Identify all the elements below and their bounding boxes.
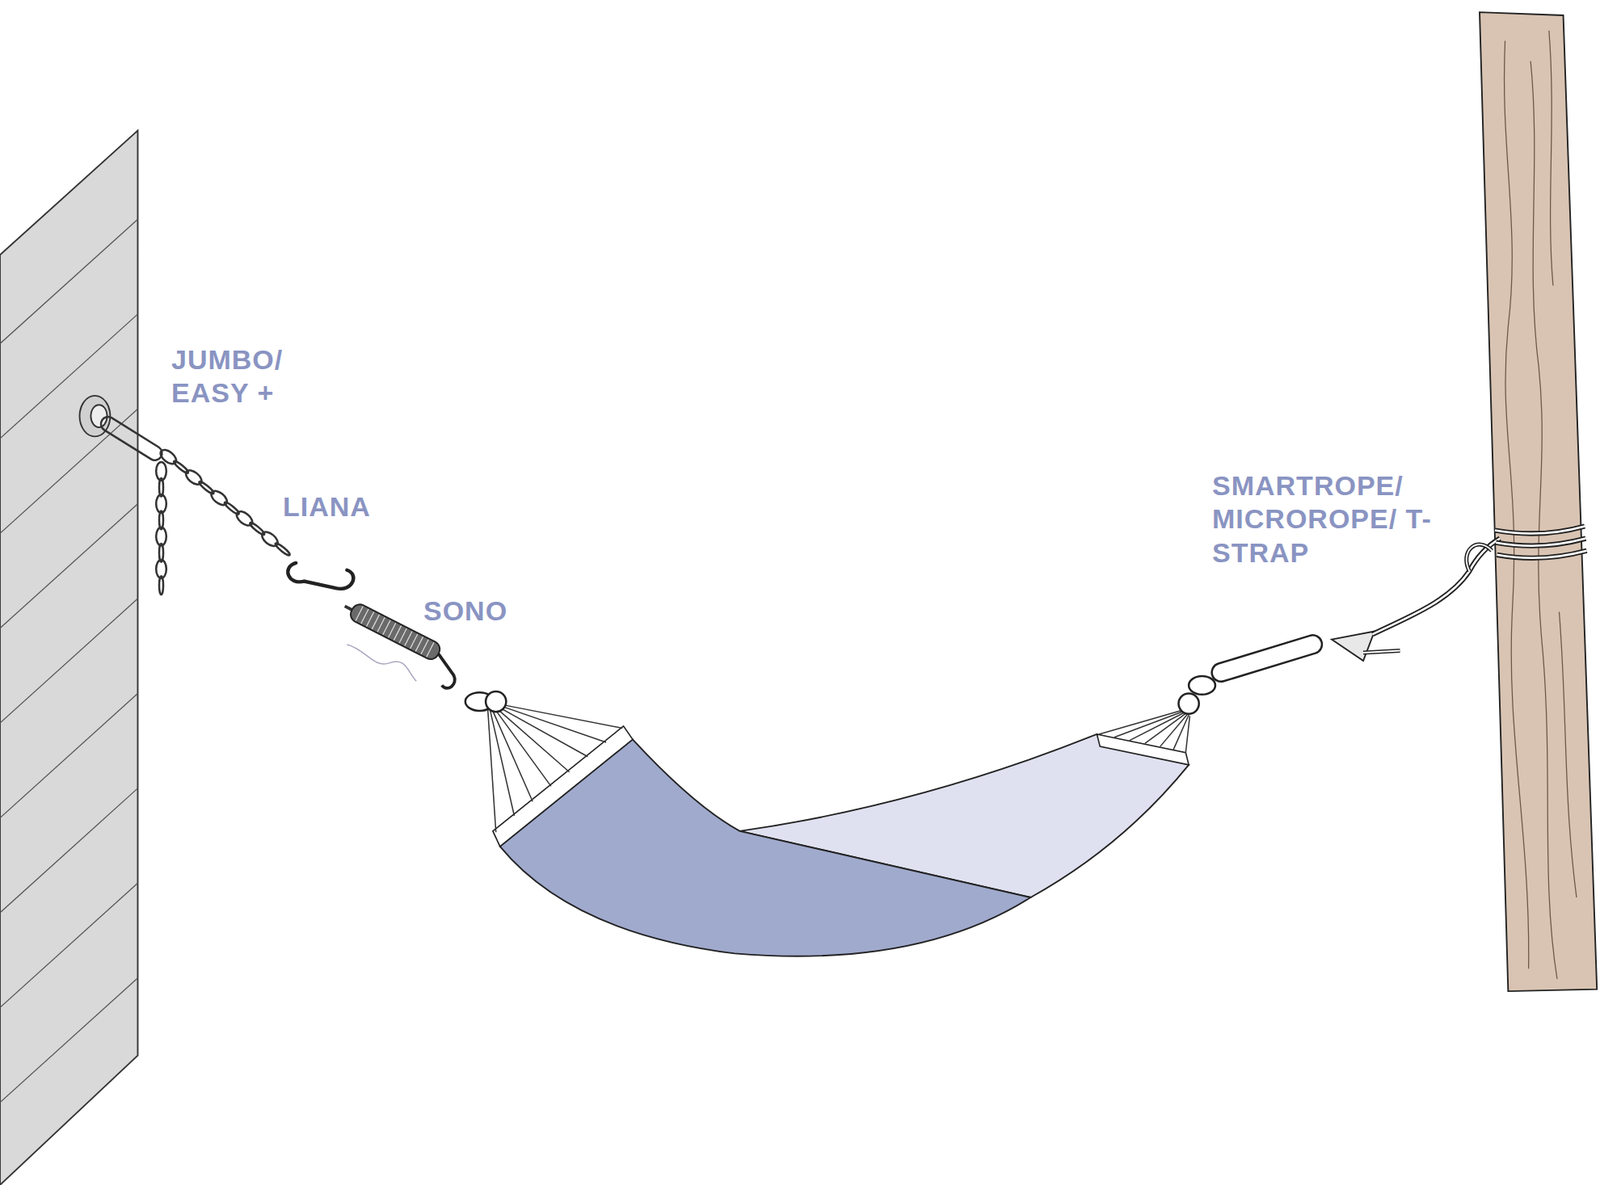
part-label: SMARTROPE/ MICROROPE/ T-STRAP — [1212, 469, 1504, 570]
s-hook — [287, 563, 354, 590]
tree-trunk — [1479, 12, 1597, 992]
part-label: JUMBO/ EASY + — [171, 343, 342, 411]
hammock — [465, 676, 1216, 957]
hanging-chain — [155, 462, 167, 595]
part-label: SONO — [423, 594, 545, 628]
motion-indicator — [346, 644, 417, 682]
part-label: LIANA — [282, 490, 421, 524]
wall-siding — [0, 218, 138, 1103]
wall — [0, 130, 138, 1185]
wall-anchor — [79, 395, 165, 464]
tree-grain — [1504, 30, 1577, 980]
chain — [158, 447, 294, 560]
